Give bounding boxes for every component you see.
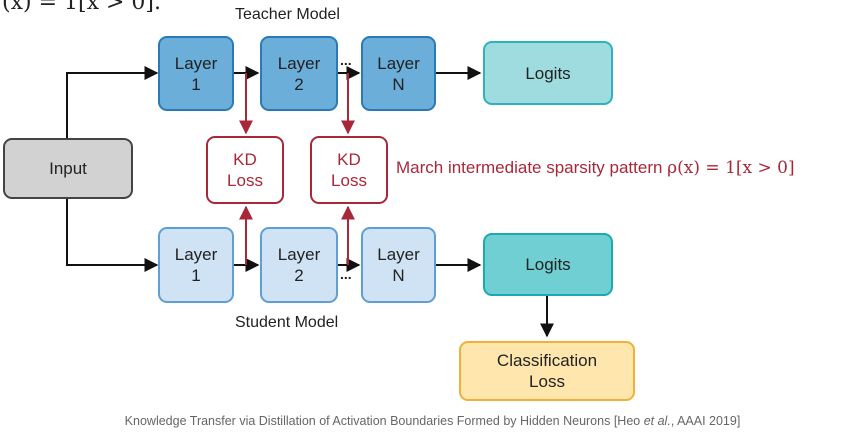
classification-loss-label: Classification Loss (496, 351, 598, 391)
teacher-model-label: Teacher Model (235, 6, 340, 23)
student-layer-2: Layer 2 (260, 227, 338, 303)
teacher-layer-n-label: Layer N (377, 53, 420, 94)
teacher-ellipsis: ... (340, 52, 352, 68)
teacher-layer-1-label: Layer 1 (174, 53, 218, 94)
caption-et-al: et al. (643, 414, 671, 428)
student-logits-box: Logits (483, 233, 613, 296)
teacher-layer-2: Layer 2 (260, 36, 338, 111)
sparsity-text: March intermediate sparsity pattern (396, 158, 668, 177)
teacher-layer-2-label: Layer 2 (277, 53, 321, 94)
input-to-teacher-arrow (66, 66, 159, 138)
input-box: Input (3, 138, 133, 199)
teacher-layer-1: Layer 1 (158, 36, 234, 111)
kd-loss-1-label: KD Loss (227, 150, 263, 190)
classification-loss-box: Classification Loss (459, 341, 635, 401)
student-layer-1-label: Layer 1 (174, 245, 218, 285)
kd-loss-2-label: KD Loss (331, 150, 367, 190)
student-layer-n-label: Layer N (377, 245, 420, 285)
teacher-logits-box: Logits (483, 41, 613, 105)
cropped-formula-fragment: (x) = 1[x > 0]. (2, 0, 161, 15)
caption-suffix: , AAAI 2019] (670, 414, 741, 428)
citation-caption: Knowledge Transfer via Distillation of A… (0, 414, 865, 428)
sparsity-formula: ρ(x) = 1[x > 0] (667, 158, 795, 178)
input-label: Input (49, 159, 87, 178)
input-to-student-arrow (66, 198, 159, 272)
student-layer-1: Layer 1 (158, 227, 234, 303)
sparsity-annotation: March intermediate sparsity pattern ρ(x)… (396, 158, 795, 178)
kd-loss-box-2: KD Loss (310, 136, 388, 204)
caption-prefix: Knowledge Transfer via Distillation of A… (124, 414, 644, 428)
teacher-logits-label: Logits (525, 63, 571, 83)
student-layer-2-label: Layer 2 (277, 245, 321, 285)
kd-loss-box-1: KD Loss (206, 136, 284, 204)
student-logits-label: Logits (525, 255, 571, 274)
student-layer-n: Layer N (361, 227, 436, 303)
teacher-layer-n: Layer N (361, 36, 436, 111)
student-model-label: Student Model (235, 314, 339, 331)
student-ellipsis: ... (340, 266, 352, 282)
